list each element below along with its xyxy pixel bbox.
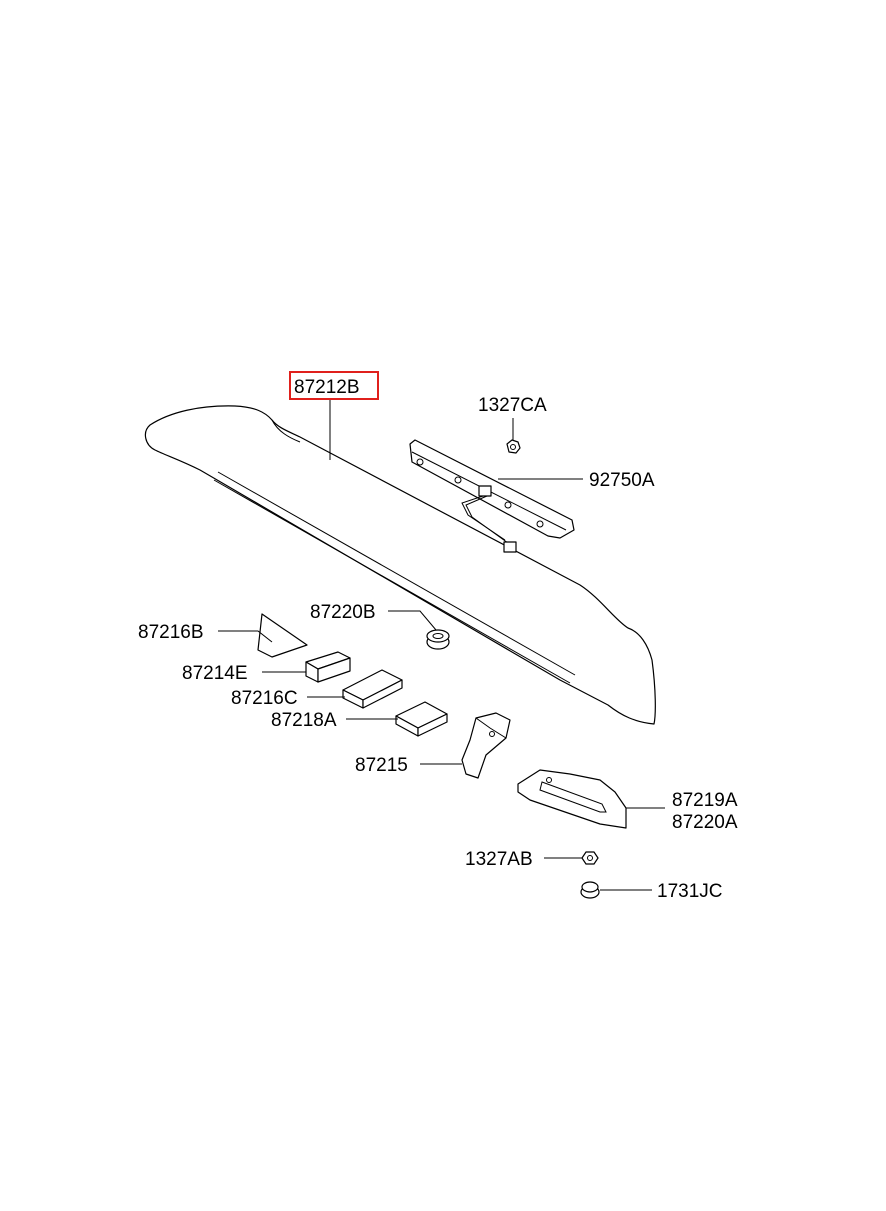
garnish-87219a-drawing <box>517 769 627 829</box>
label-87216c[interactable]: 87216C <box>231 688 298 709</box>
label-87219a[interactable]: 87219A <box>672 790 738 811</box>
pad-87218a-drawing <box>395 701 448 737</box>
label-87220a[interactable]: 87220A <box>672 812 738 833</box>
part-labels: 87212B 1327CA 92750A 87220B 87216B 87214… <box>138 377 738 902</box>
leader-lines <box>218 400 665 891</box>
label-1327ab[interactable]: 1327AB <box>465 849 533 870</box>
label-87220b[interactable]: 87220B <box>310 602 376 623</box>
spoiler-drawing <box>144 405 656 725</box>
label-87214e[interactable]: 87214E <box>182 663 248 684</box>
label-1327ca[interactable]: 1327CA <box>478 395 547 416</box>
nut-1327ca-drawing <box>506 439 521 454</box>
pad-87216c-drawing <box>342 669 403 709</box>
label-92750a[interactable]: 92750A <box>589 470 655 491</box>
pad-87216b-drawing <box>257 613 308 658</box>
highlight-box <box>289 371 379 400</box>
label-87212b[interactable]: 87212B <box>294 377 360 398</box>
label-87216b[interactable]: 87216B <box>138 622 204 643</box>
nut-1327ab-drawing <box>581 851 599 865</box>
grommet-87220b-drawing <box>426 629 450 650</box>
pad-87214e-drawing <box>305 651 351 683</box>
bracket-87215-drawing <box>461 712 511 779</box>
label-87215[interactable]: 87215 <box>355 755 408 776</box>
label-1731jc[interactable]: 1731JC <box>657 881 723 902</box>
stop-lamp-drawing <box>409 439 575 553</box>
label-87218a[interactable]: 87218A <box>271 710 337 731</box>
grommet-1731jc-drawing <box>580 881 600 899</box>
